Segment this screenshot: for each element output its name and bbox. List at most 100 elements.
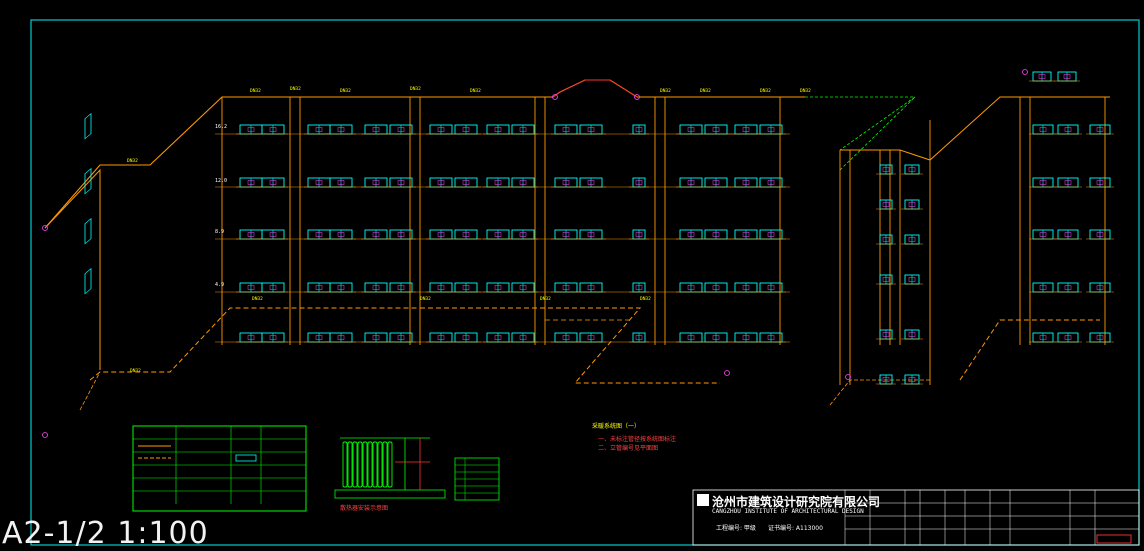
radiator <box>901 329 923 340</box>
radiator <box>1086 177 1114 188</box>
radiator <box>1054 177 1082 188</box>
radiator <box>551 332 581 343</box>
radiator <box>258 282 288 293</box>
radiator-mark <box>742 335 750 340</box>
radiator <box>508 229 538 240</box>
radiator <box>361 124 391 135</box>
radiator-mark <box>712 232 720 237</box>
detail-fin <box>367 441 373 488</box>
radiator <box>731 229 761 240</box>
detail-fin <box>352 441 358 488</box>
radiator <box>426 282 456 293</box>
radiator-mark <box>908 167 916 172</box>
radiator-mark <box>1064 180 1072 185</box>
radiator-mark <box>519 285 527 290</box>
radiator-mark <box>882 202 890 207</box>
radiator <box>701 282 731 293</box>
radiator <box>551 124 581 135</box>
legend-radiator <box>235 454 257 462</box>
detail-fin <box>377 441 383 488</box>
radiator-mark <box>562 232 570 237</box>
radiator-mark <box>1096 232 1104 237</box>
radiator-mark <box>247 180 255 185</box>
radiator-mark <box>587 127 595 132</box>
radiator <box>701 124 731 135</box>
marker-circle <box>634 94 640 100</box>
radiator-mark <box>519 127 527 132</box>
radiator <box>731 124 761 135</box>
right-supply <box>840 96 1110 161</box>
marker-circle <box>552 94 558 100</box>
radiator <box>756 282 786 293</box>
radiator-mark <box>494 232 502 237</box>
radiator-mark <box>494 180 502 185</box>
radiator-mark <box>1064 127 1072 132</box>
radiator-mark <box>1096 180 1104 185</box>
radiator <box>426 332 456 343</box>
radiator <box>901 164 923 175</box>
wing-radiator <box>84 112 92 140</box>
detail-caption: 散热器安装示意图 <box>340 505 389 512</box>
radiator <box>629 177 649 188</box>
radiator-mark <box>908 202 916 207</box>
radiator-mark <box>1063 74 1071 79</box>
radiator-mark <box>742 285 750 290</box>
radiator-mark <box>372 180 380 185</box>
radiator-mark <box>687 127 695 132</box>
radiator <box>1086 282 1114 293</box>
radiator-mark <box>315 180 323 185</box>
radiator-mark <box>712 335 720 340</box>
floor-level-label: 4.9 <box>215 282 224 288</box>
radiator-mark <box>908 377 916 382</box>
radiator-mark <box>767 232 775 237</box>
radiator-mark <box>315 335 323 340</box>
radiator <box>508 124 538 135</box>
system-note-line-1: 一、未标注管径按系统图标注 <box>598 436 677 443</box>
radiator <box>258 177 288 188</box>
radiator-mark <box>1039 180 1047 185</box>
radiator <box>629 124 649 135</box>
radiator <box>576 229 606 240</box>
radiator <box>326 177 356 188</box>
radiator-mark <box>462 232 470 237</box>
radiator-mark <box>247 285 255 290</box>
radiator-mark <box>247 335 255 340</box>
radiator-mark <box>437 180 445 185</box>
radiator-mark <box>494 285 502 290</box>
radiator <box>258 124 288 135</box>
radiator-mark <box>767 285 775 290</box>
radiator <box>676 282 706 293</box>
detail-fin <box>342 441 348 488</box>
marker-circle <box>845 374 851 380</box>
radiator-mark <box>562 127 570 132</box>
radiator-mark <box>687 232 695 237</box>
radiator <box>876 374 896 385</box>
radiator-mark <box>1064 285 1072 290</box>
radiator <box>236 124 266 135</box>
supply-main <box>44 79 805 229</box>
radiator-mark <box>742 180 750 185</box>
detail-fin <box>362 441 368 488</box>
radiator-mark <box>635 127 643 132</box>
radiator-mark <box>462 285 470 290</box>
radiator-mark <box>494 127 502 132</box>
return-run-2 <box>420 307 720 384</box>
radiator <box>901 199 923 210</box>
radiator <box>576 177 606 188</box>
radiator <box>756 124 786 135</box>
radiator-detail <box>334 437 446 499</box>
pipe-size-tag: DN32 <box>800 88 811 94</box>
pipe-size-tag: DN32 <box>130 368 141 374</box>
radiator <box>1054 282 1082 293</box>
title-block <box>692 489 1140 546</box>
institute-logo <box>697 494 709 506</box>
radiator <box>576 332 606 343</box>
marker-circle <box>724 370 730 376</box>
radiator <box>1029 71 1055 82</box>
radiator-mark <box>882 377 890 382</box>
radiator-mark <box>315 285 323 290</box>
radiator-mark <box>462 180 470 185</box>
radiator <box>731 177 761 188</box>
radiator <box>258 332 288 343</box>
radiator <box>876 164 896 175</box>
